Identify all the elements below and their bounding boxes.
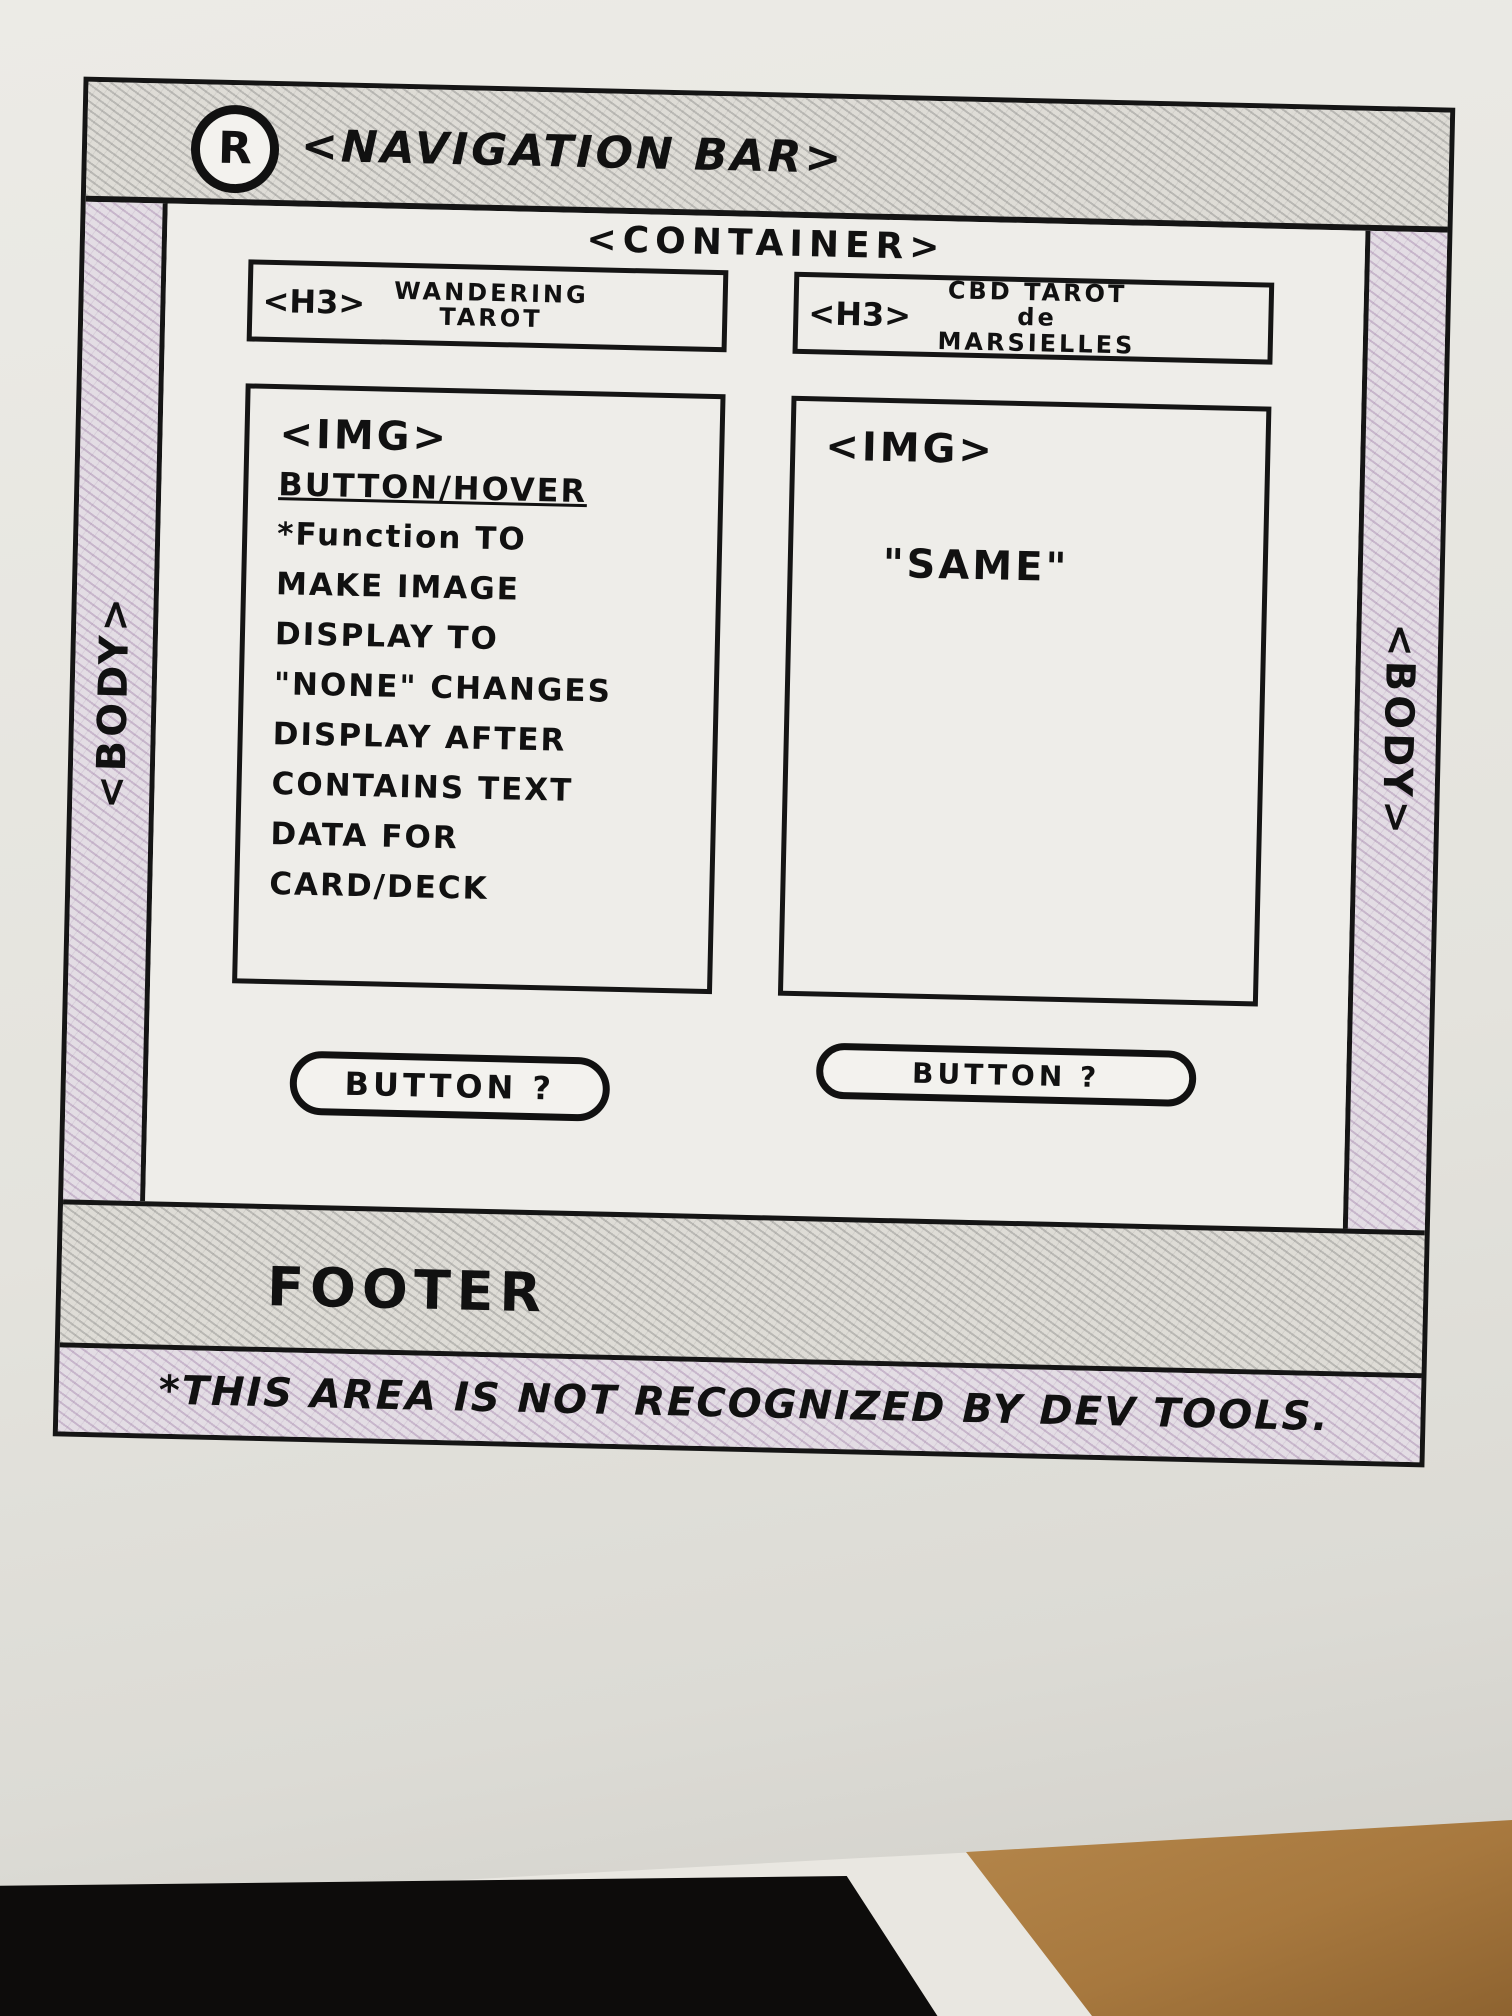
h3-box: <H3> WANDERING TAROT [246, 259, 729, 353]
img-placeholder: <IMG> "SAME" [777, 395, 1272, 1007]
h3-title: CBD TAROT de MARSIELLES [937, 276, 1136, 360]
logo-icon[interactable]: R [190, 104, 280, 195]
h3-box: <H3> CBD TAROT de MARSIELLES [792, 271, 1275, 365]
column-cbd-tarot: <H3> CBD TAROT de MARSIELLES <IMG> "SAME… [774, 271, 1275, 1163]
body-label-left: <BODY> [87, 593, 139, 810]
footer-label: FOOTER [266, 1255, 548, 1325]
card-button[interactable]: BUTTON ? [289, 1050, 611, 1122]
navigation-bar-label: <NAVIGATION BAR> [300, 120, 845, 184]
img-notes: *Function TO MAKE IMAGE DISPLAY TO "NONE… [268, 516, 613, 908]
logo-letter: R [217, 122, 253, 175]
img-placeholder: <IMG> BUTTON/HOVER *Function TO MAKE IMA… [232, 383, 726, 995]
container: <CONTAINER> <H3> WANDERING TAROT <IMG> B… [145, 203, 1366, 1229]
img-tag: <IMG> [824, 423, 996, 474]
wireframe-sketch: R <NAVIGATION BAR> <BODY> <BODY> <CONTAI… [52, 76, 1456, 1468]
card-button[interactable]: BUTTON ? [815, 1042, 1197, 1108]
body-label-right: <BODY> [1372, 622, 1424, 839]
img-tag: <IMG> [279, 411, 450, 461]
container-label: <CONTAINER> [586, 219, 946, 269]
img-note: "SAME" [882, 540, 1070, 592]
h3-tag: <H3> [807, 294, 912, 335]
shadow-floor [0, 1876, 938, 2016]
img-heading: BUTTON/HOVER [277, 465, 588, 511]
h3-tag: <H3> [262, 281, 366, 323]
dev-tools-note: *THIS AREA IS NOT RECOGNIZED BY DEV TOOL… [158, 1367, 1331, 1441]
h3-title: WANDERING TAROT [393, 276, 590, 334]
column-wandering-tarot: <H3> WANDERING TAROT <IMG> BUTTON/HOVER … [229, 259, 729, 1150]
